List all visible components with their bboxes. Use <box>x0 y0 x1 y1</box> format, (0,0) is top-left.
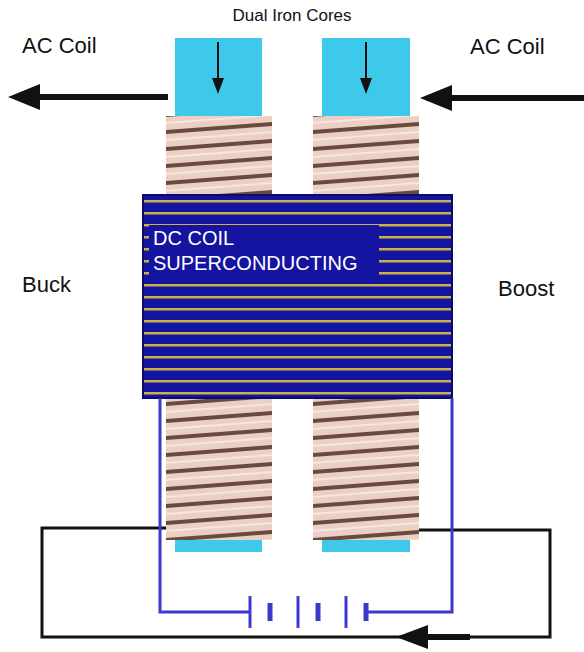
ac-coil-winding <box>313 116 419 200</box>
buck-label: Buck <box>22 272 71 297</box>
diagram-title: Dual Iron Cores <box>232 6 351 25</box>
ac-coil-winding <box>166 396 272 540</box>
boost-label-box: Boost <box>498 276 554 302</box>
buck-label-box: Buck <box>22 272 71 298</box>
ac-coil-label-box: AC Coil <box>470 34 545 60</box>
title-box: Dual Iron Cores <box>232 6 351 26</box>
ac-coil-label-box: AC Coil <box>22 33 97 59</box>
dc-coil <box>143 195 452 398</box>
coil-box: DC COIL SUPERCONDUCTING <box>143 195 452 398</box>
battery-symbol <box>250 596 366 628</box>
boost-label: Boost <box>498 276 554 301</box>
ac-coil-label: AC Coil <box>22 33 97 58</box>
ac-coil-label: AC Coil <box>470 34 545 59</box>
ac-coil-winding <box>313 396 419 540</box>
ac-coil-winding <box>166 116 272 200</box>
coil-label: DC COIL SUPERCONDUCTING <box>149 225 379 277</box>
